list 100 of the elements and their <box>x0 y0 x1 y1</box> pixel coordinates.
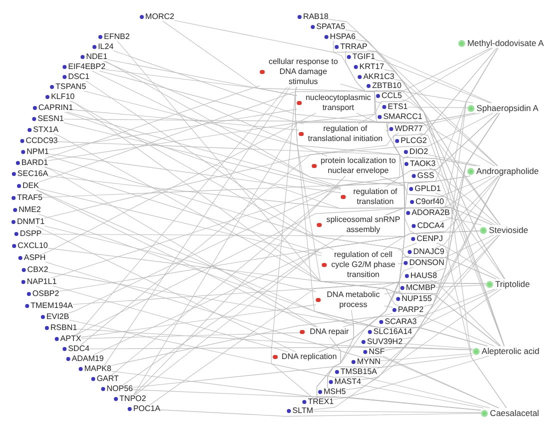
edge-line <box>80 304 316 338</box>
gene-label: EIF4EBP2 <box>68 63 106 71</box>
edge-line <box>72 110 300 130</box>
gene-label: SUV39H2 <box>366 338 403 346</box>
gene-label: RSBN1 <box>50 324 78 332</box>
edge-line <box>422 112 480 126</box>
edge-line <box>45 262 499 408</box>
edge-line <box>52 286 288 352</box>
edge-line <box>345 50 375 124</box>
term-label: spliceosomal snRNP assembly <box>325 215 402 235</box>
compound-label: Methyl-dodovisate A <box>467 38 544 48</box>
edge-line <box>429 168 507 408</box>
edge-line <box>360 176 501 380</box>
edge-line <box>68 112 498 314</box>
edge-line <box>70 100 334 250</box>
gene-label: DSPP <box>20 230 42 238</box>
edge-line <box>384 306 393 308</box>
gene-label: CCL5 <box>382 92 402 100</box>
gene-label: NOP56 <box>106 385 133 393</box>
edge-line <box>436 176 491 198</box>
gene-label: RAB18 <box>303 13 328 21</box>
gene-label: NUP155 <box>402 295 432 303</box>
edge-line <box>149 234 498 406</box>
gene-label: GART <box>96 375 119 383</box>
gene-label: DEK <box>22 182 39 190</box>
edge-line <box>344 30 498 166</box>
gene-label: EVI2B <box>46 313 70 321</box>
gene-label: STX1A <box>33 126 58 134</box>
edge-line <box>76 328 473 350</box>
gene-label: SDC4 <box>68 345 90 353</box>
gene-label: KLF10 <box>50 93 75 101</box>
compound-label: Caesalacetal <box>490 408 540 418</box>
edge-line <box>64 122 342 190</box>
edge-line <box>68 320 490 408</box>
edge-line <box>402 99 505 346</box>
edge-line <box>92 70 342 188</box>
edge-line <box>333 40 400 188</box>
edge-line <box>383 156 409 250</box>
edge-line <box>394 79 498 166</box>
compound-label: Stevioside <box>488 225 528 235</box>
gene-label: SLTM <box>292 407 314 415</box>
edge-line <box>398 263 404 264</box>
edge-line <box>312 288 502 410</box>
term-label: nucleocytoplasmic transport <box>304 93 372 113</box>
compound-label: Triptolide <box>495 279 530 289</box>
edge-line <box>384 69 501 226</box>
edge-line <box>83 90 476 166</box>
edge-line <box>418 132 504 346</box>
gene-label: HAUS8 <box>410 272 438 280</box>
term-label: regulation of translation <box>352 187 398 207</box>
gene-label: APTX <box>60 335 82 343</box>
edge-line <box>38 188 322 256</box>
gene-label: MYNN <box>356 358 381 366</box>
edge-line <box>412 288 498 329</box>
edge-line <box>104 60 496 226</box>
edge-line <box>122 234 344 386</box>
edge-line <box>64 112 476 123</box>
edge-line <box>444 206 504 346</box>
edge-line <box>85 80 496 280</box>
edge-line <box>376 234 500 368</box>
edge-line <box>111 288 495 366</box>
gene-label: DIO2 <box>409 148 428 156</box>
edge-line <box>438 234 494 260</box>
gene-label: OSBP2 <box>32 290 60 298</box>
edge-line <box>67 112 342 189</box>
edge-line <box>102 60 328 156</box>
gene-label: WDR77 <box>394 125 423 133</box>
edge-line <box>398 242 417 250</box>
gene-label: SLC16A14 <box>373 328 412 336</box>
edge-line <box>44 85 260 160</box>
gene-label: NDE1 <box>86 53 108 61</box>
edge-line <box>312 410 482 413</box>
gene-label: DONSON <box>409 259 444 267</box>
gene-label: CBX2 <box>27 266 48 274</box>
edge-line <box>133 112 316 396</box>
edge-line <box>408 106 468 108</box>
edge-line <box>384 290 401 294</box>
term-label: cellular response to DNA damage stimulus <box>268 57 339 87</box>
edge-line <box>327 336 341 388</box>
gene-label: MORC2 <box>145 13 174 21</box>
edge-line <box>380 176 419 236</box>
edge-line <box>430 176 501 296</box>
gene-label: TMEM194A <box>30 302 73 310</box>
gene-label: POC1A <box>133 405 160 413</box>
gene-label: IL24 <box>98 43 114 51</box>
compound-label: Sphaeropsidin A <box>476 103 538 113</box>
gene-label: KRT17 <box>359 63 384 71</box>
edge-line <box>48 108 298 150</box>
edge-line <box>132 355 473 388</box>
edge-line <box>107 59 298 96</box>
gene-label: NPM1 <box>26 148 49 156</box>
gene-label: ADORA2B <box>412 209 450 217</box>
edge-line <box>42 176 470 198</box>
gene-label: ZBTB10 <box>372 82 402 90</box>
edge-line <box>38 48 492 182</box>
term-label: DNA metabolic process <box>326 290 381 310</box>
edge-line <box>44 166 322 254</box>
edge-line <box>428 154 480 166</box>
edge-line <box>402 343 473 349</box>
gene-label: EFNB2 <box>104 33 130 41</box>
